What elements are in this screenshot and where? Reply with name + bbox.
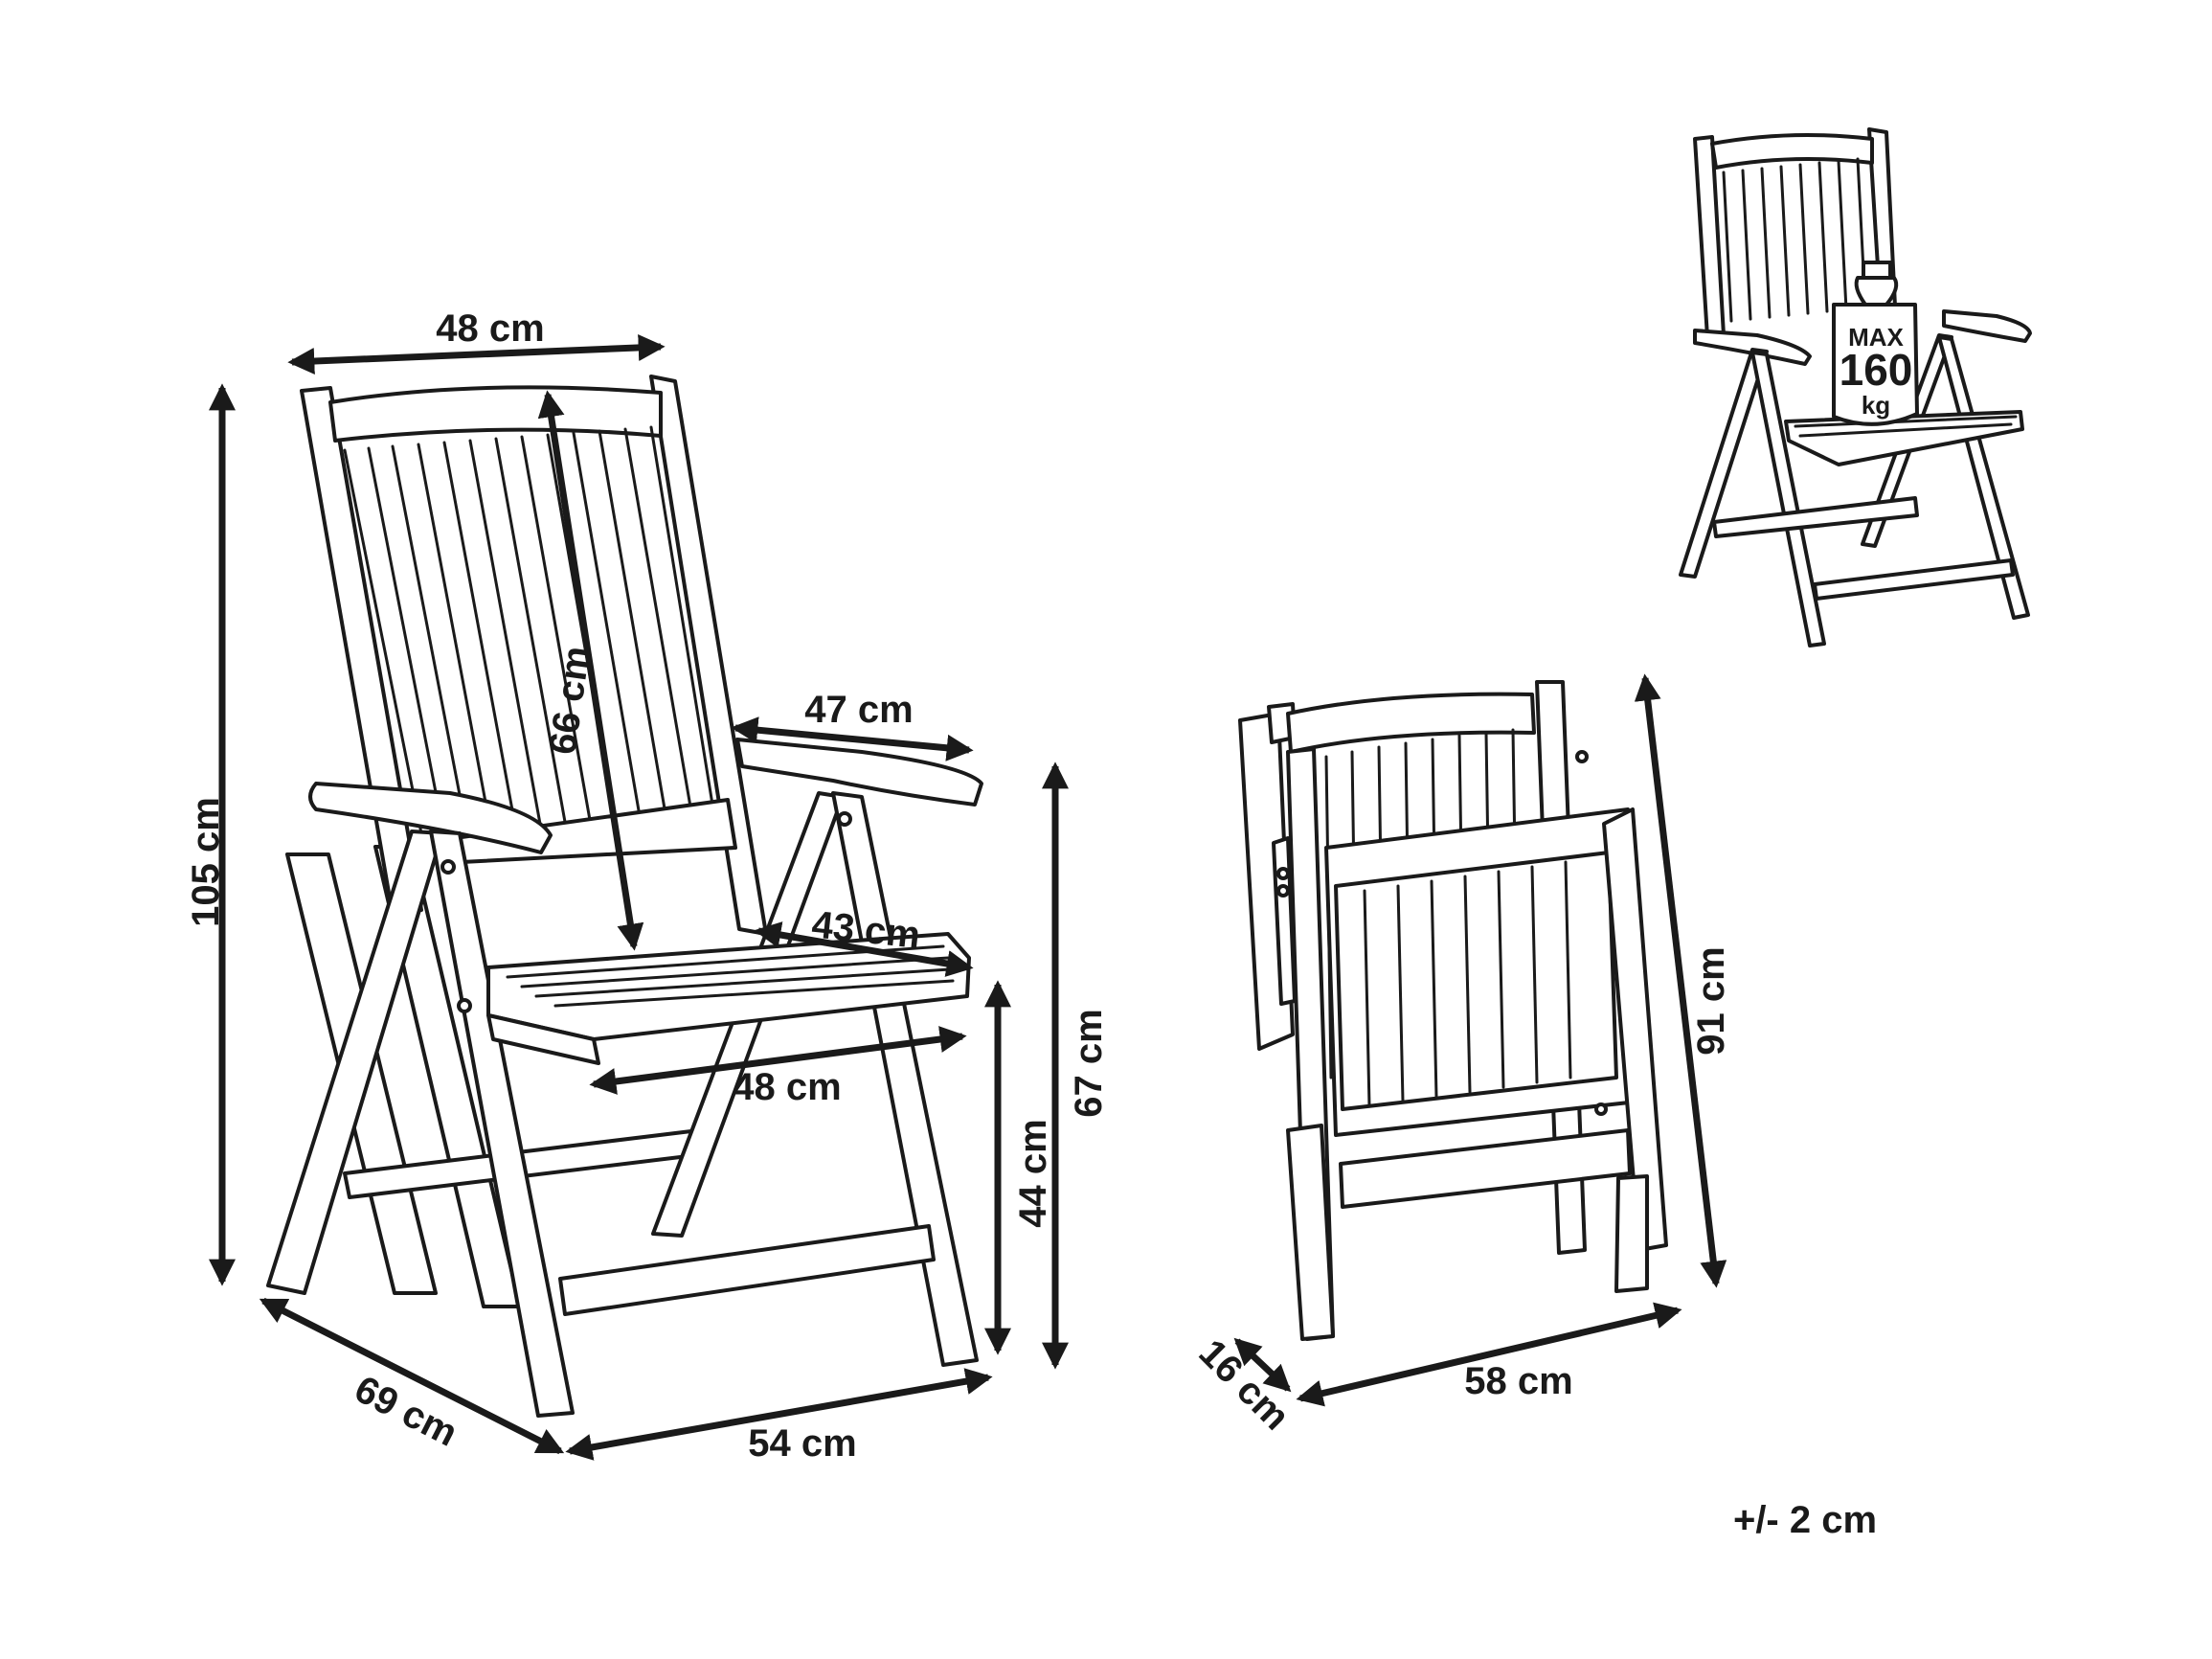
tolerance-note: +/- 2 cm	[1733, 1499, 1877, 1541]
dim-seat-height-label: 44 cm	[1012, 1119, 1054, 1227]
load-max-label: MAX	[1848, 323, 1904, 352]
dim-armrest-length-label: 47 cm	[804, 689, 913, 731]
dim-back-height-label: 66 cm	[541, 644, 598, 757]
dim-total-height-label: 105 cm	[185, 797, 227, 927]
folded-chair-drawing	[1238, 680, 1668, 1341]
dim-folded-height-label: 91 cm	[1690, 946, 1732, 1055]
load-value-label: 160	[1840, 345, 1913, 395]
dim-folded-width-label: 58 cm	[1464, 1360, 1572, 1402]
dim-back-width-label: 48 cm	[436, 307, 544, 350]
dim-armrest-height-label: 67 cm	[1068, 1009, 1110, 1117]
load-capacity-chair-drawing: MAX 160 kg	[1679, 127, 2032, 648]
dim-width-label: 54 cm	[748, 1422, 856, 1465]
dimension-arrows	[209, 333, 1727, 1461]
load-unit-label: kg	[1862, 391, 1890, 420]
dim-depth-label: 69 cm	[348, 1368, 463, 1455]
dim-seat-width-label: 48 cm	[733, 1066, 841, 1108]
